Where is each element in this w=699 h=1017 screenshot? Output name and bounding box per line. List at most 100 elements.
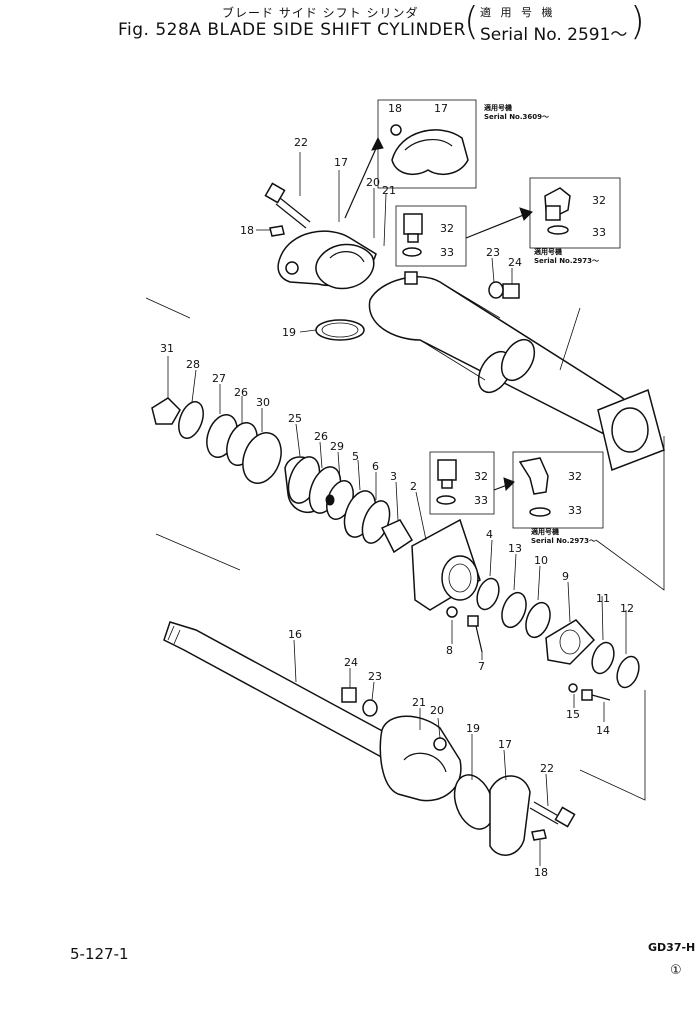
figure-title: Fig. 528A BLADE SIDE SHIFT CYLINDER <box>118 20 466 40</box>
callout-6: 6 <box>372 460 379 473</box>
inset-box-low <box>512 451 604 529</box>
bolt-22-lower <box>529 801 576 828</box>
callout-17-lower: 17 <box>498 738 512 751</box>
retainer-9 <box>545 619 596 665</box>
callout-22-upper: 22 <box>294 136 308 149</box>
inset-note-mid-serial: Serial No.2973～ <box>534 257 600 265</box>
ref-line-1 <box>145 297 191 319</box>
inset-note-low-jp: 適用号機 <box>531 528 559 536</box>
callout-12: 12 <box>620 602 634 615</box>
serial-paren-right: ) <box>630 0 645 43</box>
inset-note-mid-jp: 適用号機 <box>534 248 562 256</box>
washer-15 <box>568 683 578 693</box>
nut-24-upper <box>502 283 520 299</box>
ref-line-3 <box>595 436 665 591</box>
retainer-9-bore <box>559 629 581 655</box>
callout-10: 10 <box>534 554 548 567</box>
callout-3: 3 <box>390 470 397 483</box>
callout-18-inset: 18 <box>388 102 402 115</box>
serial-label-japanese: 適 用 号 機 <box>480 6 556 19</box>
tube-flange <box>597 388 665 472</box>
seal-12 <box>616 655 640 689</box>
inset-box-mid <box>529 177 621 249</box>
callout-23-upper: 23 <box>486 246 500 259</box>
serial-paren-left: ( <box>464 0 479 43</box>
circled-mark: ① <box>670 963 682 978</box>
callout-15: 15 <box>566 708 580 721</box>
serial-range: Serial No. 2591～ <box>480 25 628 45</box>
callout-19-lower: 19 <box>466 722 480 735</box>
callout-32-inset-low: 32 <box>568 470 582 483</box>
callout-18-lower: 18 <box>534 866 548 879</box>
arrow-head-top <box>371 136 384 151</box>
callout-11: 11 <box>596 592 610 605</box>
callout-24-lower: 24 <box>344 656 358 669</box>
bolt-7 <box>467 615 483 653</box>
washer-8 <box>446 606 458 618</box>
washer-23-upper <box>488 281 504 299</box>
cylinder-head <box>411 518 481 611</box>
ref-line-5 <box>579 690 646 801</box>
inset-note-top-jp: 適用号機 <box>484 104 512 112</box>
bearing-cap-17-lower <box>489 775 531 856</box>
callout-17-upper: 17 <box>334 156 348 169</box>
callout-numbers: 22 17 20 21 18 19 18 17 32 33 32 33 23 2… <box>160 102 634 879</box>
callout-32-upper: 32 <box>440 222 454 235</box>
callout-18-upper: 18 <box>240 224 254 237</box>
callout-29: 29 <box>330 440 344 453</box>
callout-9: 9 <box>562 570 569 583</box>
inset-note-mid: 適用号機 Serial No.2973～ <box>534 248 599 266</box>
washer-23-lower <box>362 699 378 717</box>
callout-32-inset-mid: 32 <box>592 194 606 207</box>
callout-33-inset-mid: 33 <box>592 226 606 239</box>
arrow-head-mid <box>519 207 533 221</box>
inset-note-low: 適用号機 Serial No.2973～ <box>531 528 596 546</box>
inset-note-top: 適用号機 Serial No.3609～ <box>484 104 549 122</box>
page-number: 5-127-1 <box>70 945 129 963</box>
inset-box-mid-std <box>395 205 467 267</box>
callout-33-lower: 33 <box>474 494 488 507</box>
callout-13: 13 <box>508 542 522 555</box>
callout-5: 5 <box>352 450 359 463</box>
inset-box-low-std <box>429 451 495 515</box>
inset-note-top-serial: Serial No.3609～ <box>484 113 550 121</box>
callout-17-inset: 17 <box>434 102 448 115</box>
arrow-line-mid <box>465 213 527 239</box>
seal-10 <box>525 601 551 639</box>
seal-4 <box>476 577 500 611</box>
callout-4: 4 <box>486 528 493 541</box>
port-upper <box>404 271 418 285</box>
callout-19-upper: 19 <box>282 326 296 339</box>
inset-low-elbow <box>518 457 551 517</box>
callout-27: 27 <box>212 372 226 385</box>
callout-31: 31 <box>160 342 174 355</box>
callout-14: 14 <box>596 724 610 737</box>
callout-23-lower: 23 <box>368 670 382 683</box>
arrow-head-low <box>503 477 515 492</box>
callout-30: 30 <box>256 396 270 409</box>
callout-24-upper: 24 <box>508 256 522 269</box>
seal-19-upper-inner <box>321 322 359 338</box>
callout-16: 16 <box>288 628 302 641</box>
callout-2: 2 <box>410 480 417 493</box>
trunnion-upper <box>277 230 377 290</box>
washer-18-upper <box>269 225 285 237</box>
arrow-line-top <box>344 143 379 219</box>
callout-8: 8 <box>446 644 453 657</box>
callout-26-a: 26 <box>234 386 248 399</box>
cylinder-tube-upper <box>368 276 634 439</box>
piston-rod <box>163 621 412 768</box>
callout-22-lower: 22 <box>540 762 554 775</box>
callout-28: 28 <box>186 358 200 371</box>
inset-mid-elbow <box>544 187 571 235</box>
trunnion-lower <box>379 715 462 802</box>
washer-18-lower <box>531 829 547 841</box>
callout-26-b: 26 <box>314 430 328 443</box>
bolt-14 <box>581 689 611 701</box>
ref-line-2 <box>155 533 241 571</box>
callout-25: 25 <box>288 412 302 425</box>
nut-24-lower <box>341 687 357 703</box>
callout-21-upper: 21 <box>382 184 396 197</box>
